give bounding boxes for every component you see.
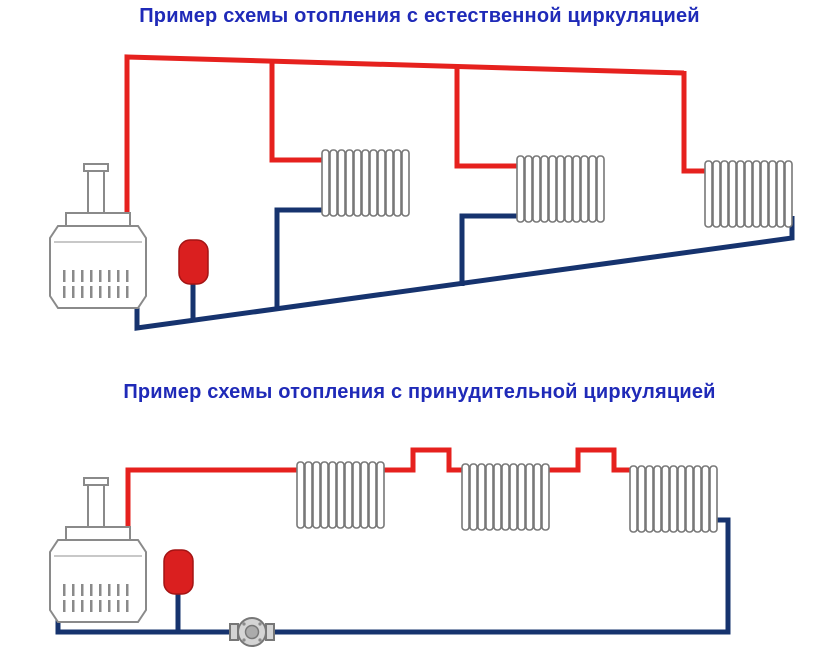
radiator — [321, 149, 410, 217]
radiator — [704, 160, 793, 228]
return-pipes-forced — [55, 517, 731, 635]
radiator — [461, 463, 550, 531]
expansion-tank — [178, 239, 209, 285]
return-pipes-natural — [134, 207, 795, 331]
expansion-tank — [163, 549, 194, 595]
boiler — [49, 163, 147, 309]
circulation-pump — [229, 617, 275, 647]
supply-pipes-forced — [125, 447, 632, 545]
boiler — [49, 477, 147, 623]
title-forced-circulation: Пример схемы отопления с принудительной … — [123, 381, 716, 403]
radiator — [296, 461, 385, 529]
supply-pipes-natural — [124, 54, 705, 230]
radiator — [629, 465, 718, 533]
title-natural-circulation: Пример схемы отопления с естественной ци… — [139, 5, 700, 27]
natural-circulation-diagram — [49, 54, 795, 331]
forced-circulation-diagram — [49, 447, 731, 647]
radiator — [516, 155, 605, 223]
